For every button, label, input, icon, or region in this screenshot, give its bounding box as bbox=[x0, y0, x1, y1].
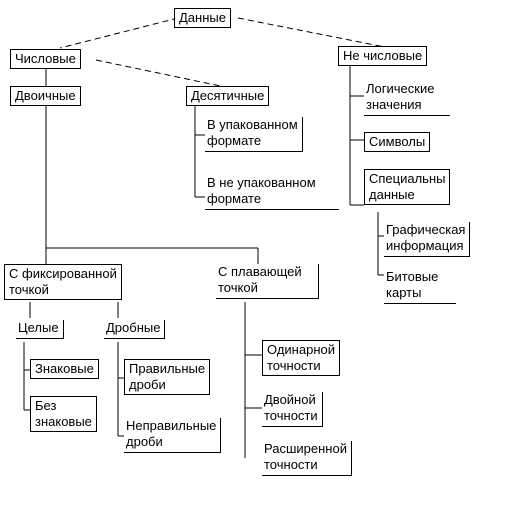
node-single: Одинарной точности bbox=[262, 340, 340, 376]
connector-numeric-decimal bbox=[95, 59, 231, 89]
node-special: Специальны данные bbox=[364, 169, 451, 205]
connector-root-nonnumeric bbox=[237, 17, 386, 48]
node-symbols: Символы bbox=[364, 132, 431, 152]
node-double: Двойной точности bbox=[262, 392, 323, 427]
node-improper: Неправильные дроби bbox=[124, 418, 222, 453]
node-fixed-point: С фиксированной точкой bbox=[4, 264, 122, 300]
node-unsigned: Без знаковые bbox=[30, 396, 97, 432]
node-signed: Знаковые bbox=[30, 359, 99, 379]
node-non-numeric: Не числовые bbox=[338, 46, 428, 66]
node-data: Данные bbox=[174, 8, 231, 28]
node-graphic: Графическая информация bbox=[384, 222, 471, 257]
node-extended: Расширенной точности bbox=[262, 441, 352, 476]
node-unpacked: В не упакованном формате bbox=[205, 175, 339, 210]
node-binary: Двоичные bbox=[10, 86, 81, 106]
node-packed: В упакованном формате bbox=[205, 117, 303, 152]
node-logical: Логические значения bbox=[364, 81, 450, 116]
node-integers: Целые bbox=[16, 320, 64, 339]
node-decimal: Десятичные bbox=[186, 86, 270, 106]
node-numeric: Числовые bbox=[10, 49, 81, 69]
node-floating-point: С плавающей точкой bbox=[216, 264, 319, 299]
node-proper: Правильные дроби bbox=[124, 359, 211, 395]
node-bitmaps: Битовые карты bbox=[384, 269, 456, 304]
connector-root-numeric bbox=[59, 17, 179, 49]
node-fractional: Дробные bbox=[104, 320, 166, 339]
